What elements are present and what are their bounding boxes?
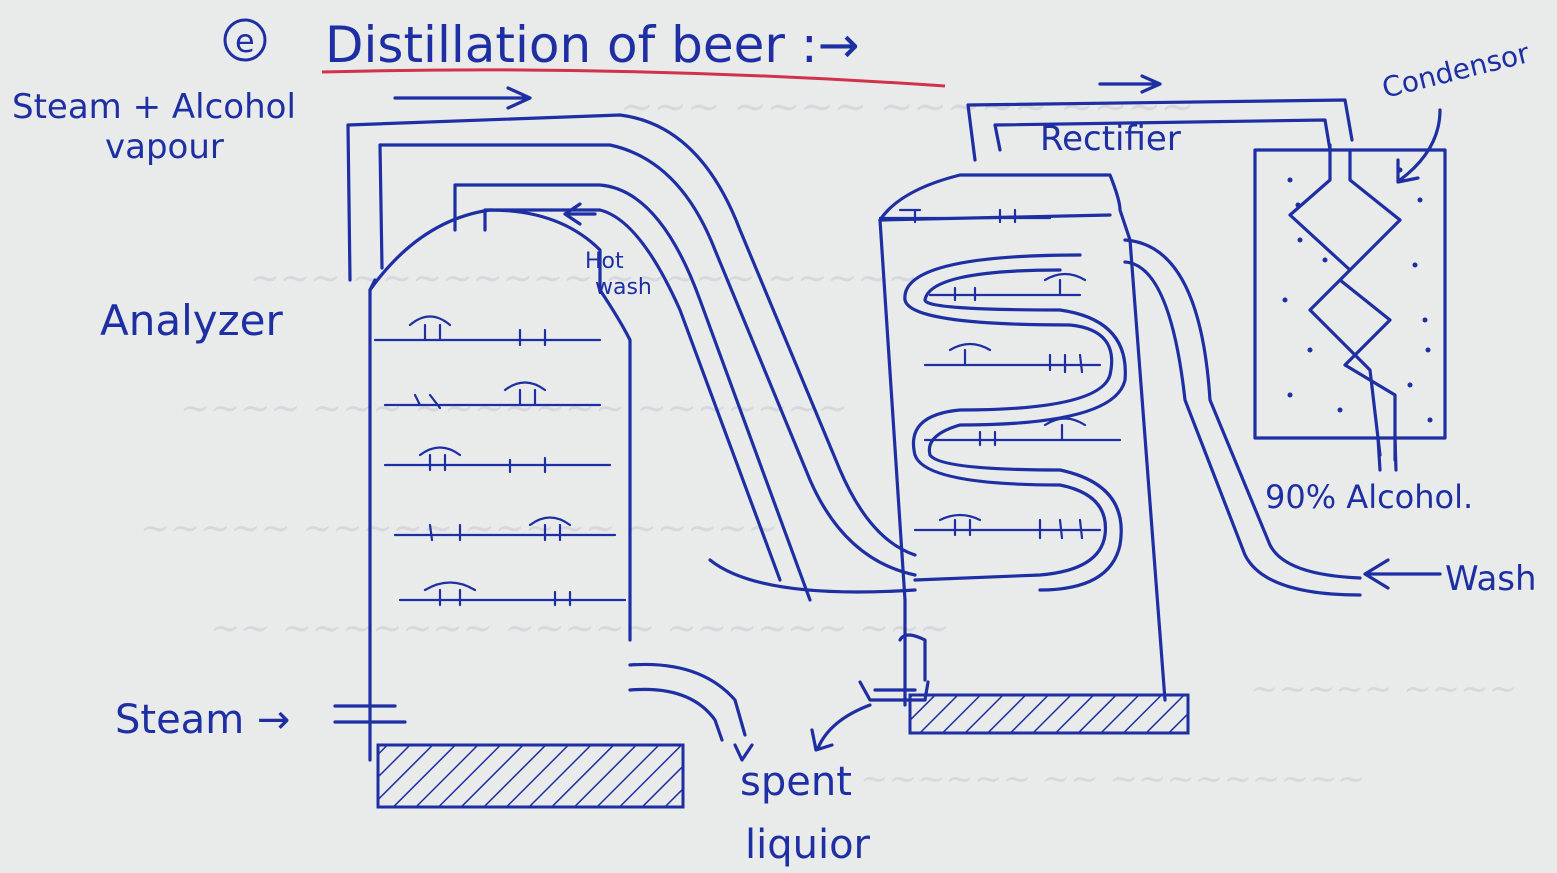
rectifier-base [910, 695, 1188, 733]
label-steam: Steam → [115, 697, 290, 743]
title-group: e Distillation of beer :→ [225, 16, 945, 86]
svg-text:~~~~~ ~~~~~ ~~~~~ ~~~~~: ~~~~~ ~~~~~ ~~~~~ ~~~~~ [140, 508, 778, 549]
rectifier-column [812, 100, 1360, 750]
title-marker: e [235, 22, 255, 60]
wash-coil [905, 240, 1360, 595]
condensor-pointer [1398, 110, 1440, 182]
wash-arrow [1365, 560, 1440, 588]
svg-text:~~~~~ ~~~~: ~~~~~ ~~~~ [1250, 669, 1517, 709]
label-liquior: liquior [745, 822, 871, 868]
condensor [1255, 145, 1445, 470]
svg-text:~~~~ ~~~ ~~~~~~~ ~~~~~~~: ~~~~ ~~~ ~~~~~~~ ~~~~~~~ [180, 388, 848, 429]
label-analyzer: Analyzer [100, 296, 283, 345]
label-wash: Wash [1445, 559, 1537, 599]
label-spent: spent [740, 759, 852, 805]
svg-text:~~ ~~~~~~~ ~~~~~ ~~~~~~ ~~~: ~~ ~~~~~~~ ~~~~~ ~~~~~~ ~~~ [210, 608, 950, 649]
label-steam-alcohol: Steam + Alcohol [12, 87, 296, 127]
label-hot: Hot [585, 249, 624, 274]
spent-outlet [630, 664, 745, 740]
label-condensor: Condensor [1379, 36, 1533, 105]
vapour-arrow [395, 88, 530, 108]
condensor-coil [1290, 145, 1400, 460]
svg-text:~~~~~~ ~~ ~~~~~~~~~: ~~~~~~ ~~ ~~~~~~~~~ [860, 759, 1366, 799]
page-title: Distillation of beer :→ [325, 16, 860, 74]
analyzer-trays [375, 317, 625, 606]
analyzer-base [378, 745, 683, 807]
label-vapour: vapour [105, 127, 224, 167]
label-alcohol-90: 90% Alcohol. [1265, 478, 1473, 516]
